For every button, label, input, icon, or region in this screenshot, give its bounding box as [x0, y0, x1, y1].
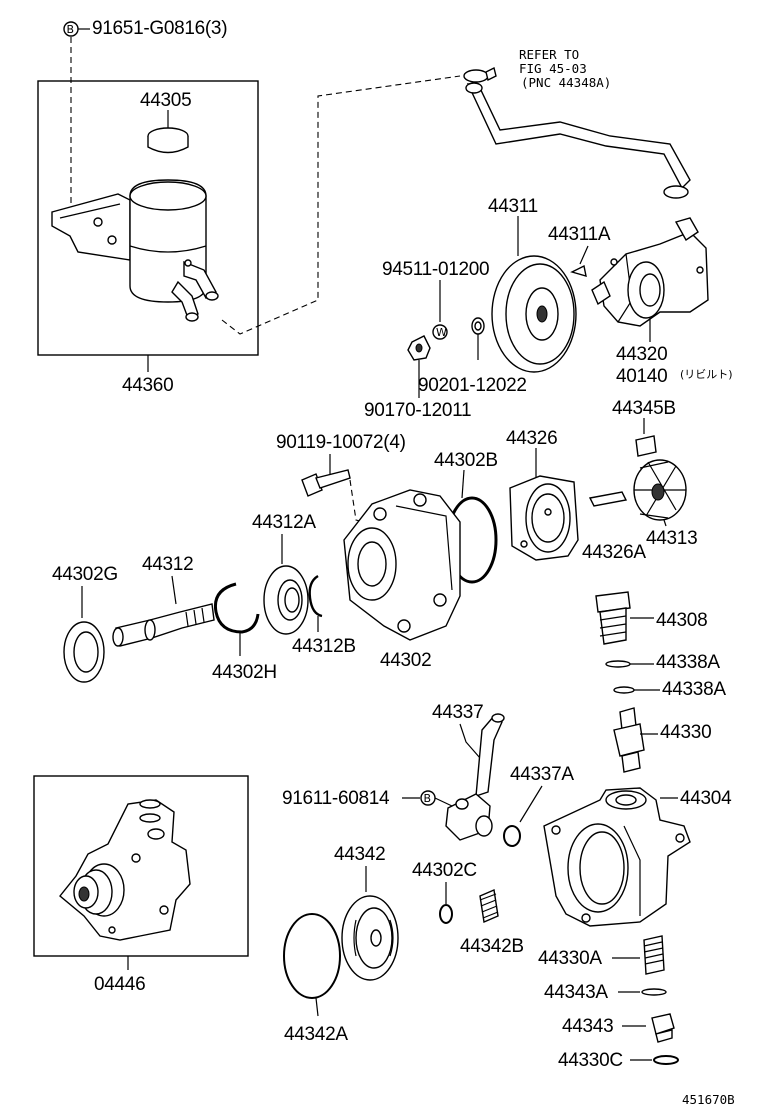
rear-housing-group: 44304: [543, 787, 732, 927]
pump-assembly-group: 44320 40140 (リビルト): [591, 217, 733, 387]
label-91651-G0816[interactable]: 91651-G0816(3): [92, 18, 228, 39]
label-44302C[interactable]: 44302C: [412, 860, 477, 881]
label-44330[interactable]: 44330: [660, 722, 712, 743]
valve-parts-group: 44308 44338A 44338A 44330: [595, 591, 727, 773]
label-44338A-2[interactable]: 44338A: [662, 679, 727, 700]
label-44302H[interactable]: 44302H: [212, 662, 277, 683]
label-44302G[interactable]: 44302G: [52, 564, 118, 585]
label-44320[interactable]: 44320: [616, 344, 668, 365]
label-90119-10072[interactable]: 90119-10072(4): [276, 432, 406, 453]
pulley-group: 44311 44311A 94511-01200 W 90201-12022 9…: [364, 196, 611, 421]
label-44343[interactable]: 44343: [562, 1016, 614, 1037]
union-group: 44337 44337A 91611-60814 B: [282, 702, 575, 847]
label-44338A-1[interactable]: 44338A: [656, 652, 721, 673]
bolt-b-mark-top-letter: B: [67, 23, 75, 36]
label-44337A[interactable]: 44337A: [510, 764, 575, 785]
figure-number: 451670B: [682, 1092, 735, 1107]
label-pnc-44348A: (PNC 44348A): [521, 75, 611, 90]
shaft-group: 44302G 44312 44302H 44312A 44312B: [52, 512, 356, 683]
label-44311[interactable]: 44311: [488, 196, 538, 217]
label-44337[interactable]: 44337: [432, 702, 484, 723]
label-94511-01200[interactable]: 94511-01200: [382, 259, 490, 280]
relief-valve-group: 44330A 44343A 44343 44330C: [538, 935, 679, 1071]
label-44313[interactable]: 44313: [646, 528, 698, 549]
label-44312B[interactable]: 44312B: [292, 636, 356, 657]
label-40140[interactable]: 40140: [616, 366, 668, 387]
label-44342B[interactable]: 44342B: [460, 936, 524, 957]
label-44308[interactable]: 44308: [656, 610, 708, 631]
label-fig-45-03: FIG 45-03: [519, 61, 587, 76]
label-40140-rebuilt-note: (リビルト): [680, 368, 733, 381]
label-44345B[interactable]: 44345B: [612, 398, 676, 419]
label-refer-to: REFER TO: [519, 47, 579, 62]
cam-ring-group: 44326 44326A 44345B 44313: [506, 398, 698, 563]
label-44305[interactable]: 44305: [140, 90, 192, 111]
label-44304[interactable]: 44304: [680, 788, 732, 809]
gasket-kit-box: [33, 775, 249, 957]
label-90201-12022[interactable]: 90201-12022: [418, 375, 527, 396]
label-90170-12011[interactable]: 90170-12011: [364, 400, 472, 421]
housing-group: 90119-10072(4) 44302B 44302: [276, 432, 498, 671]
o-ring-44342A: [283, 913, 341, 999]
label-44330C[interactable]: 44330C: [558, 1050, 623, 1071]
label-44312[interactable]: 44312: [142, 554, 194, 575]
label-44360[interactable]: 44360: [122, 375, 174, 396]
pressure-plate-group: 44342 44302C 44342B 44342A: [283, 844, 524, 1045]
label-44326A[interactable]: 44326A: [582, 542, 647, 563]
label-04446[interactable]: 04446: [94, 974, 146, 995]
shaft-44312: [115, 603, 215, 647]
label-44342[interactable]: 44342: [334, 844, 386, 865]
svg-text:B: B: [424, 792, 432, 805]
reservoir-group: B 91651-G0816(3) 44305 44360: [37, 18, 259, 396]
suction-hose-group: REFER TO FIG 45-03 (PNC 44348A): [463, 47, 691, 199]
label-44302B[interactable]: 44302B: [434, 450, 498, 471]
label-44302[interactable]: 44302: [380, 650, 432, 671]
gasket-kit-group: 04446: [33, 775, 249, 995]
label-44342A[interactable]: 44342A: [284, 1024, 349, 1045]
label-44326[interactable]: 44326: [506, 428, 558, 449]
label-44312A[interactable]: 44312A: [252, 512, 317, 533]
label-44311A[interactable]: 44311A: [548, 224, 611, 245]
label-91611-60814[interactable]: 91611-60814: [282, 788, 390, 809]
label-44330A[interactable]: 44330A: [538, 948, 603, 969]
svg-text:W: W: [436, 326, 447, 339]
label-44343A[interactable]: 44343A: [544, 982, 609, 1003]
